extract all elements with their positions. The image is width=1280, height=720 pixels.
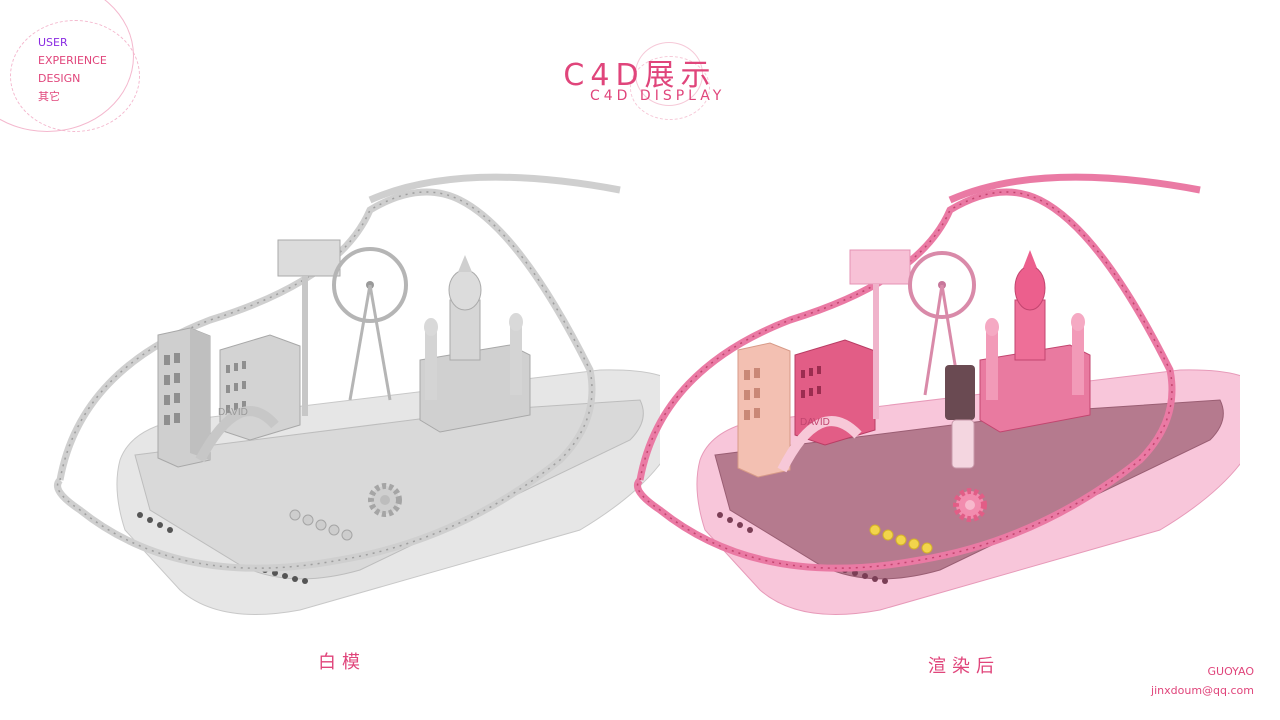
billboard-pink: [849, 249, 911, 419]
title-decor-circle-dashed: [630, 56, 710, 120]
caption-rendered: 渲染后: [928, 656, 1000, 677]
office-block: [219, 334, 301, 441]
david-arch: DAVID: [195, 406, 279, 463]
coaster-loop: [368, 173, 621, 204]
castle-pink: [979, 250, 1091, 433]
caption-clay-model: 白模: [318, 652, 366, 673]
clay-model-render: DAVID: [54, 173, 660, 615]
gear-model-pink: [953, 488, 987, 522]
ferris-wheel: [332, 247, 408, 401]
badge-line-other: 其它: [38, 90, 60, 103]
page-subtitle: C4D DISPLAY: [590, 88, 726, 104]
arch-label: DAVID: [218, 407, 248, 418]
pink-render: DAVID: [634, 173, 1240, 615]
billboard: [277, 239, 341, 416]
david-arch-pink: DAVID: [777, 416, 862, 473]
badge-line-design: DESIGN: [38, 72, 81, 85]
author-email: jinxdoum@qq.com: [1151, 684, 1254, 697]
ferris-wheel-pink: [908, 251, 976, 396]
decor-circle-dashed: [10, 20, 140, 132]
castle: [419, 255, 531, 433]
trees-pink: [869, 524, 933, 554]
page-title: C4D展示: [563, 58, 717, 93]
trees: [289, 509, 353, 541]
coaster-loop-pink: [948, 173, 1201, 204]
arch-label-pink: DAVID: [800, 417, 830, 428]
badge-line-experience: EXPERIENCE: [38, 54, 107, 67]
gear-model: [368, 483, 402, 517]
office-block-pink: [794, 339, 876, 446]
category-badge: USER EXPERIENCE DESIGN 其它: [38, 34, 107, 106]
badge-line-user: USER: [38, 36, 68, 49]
author-name: GUOYAO: [1207, 665, 1255, 678]
tall-building: [157, 327, 211, 468]
tall-building-pink: [737, 342, 791, 478]
phone-models-pink: [945, 365, 975, 469]
